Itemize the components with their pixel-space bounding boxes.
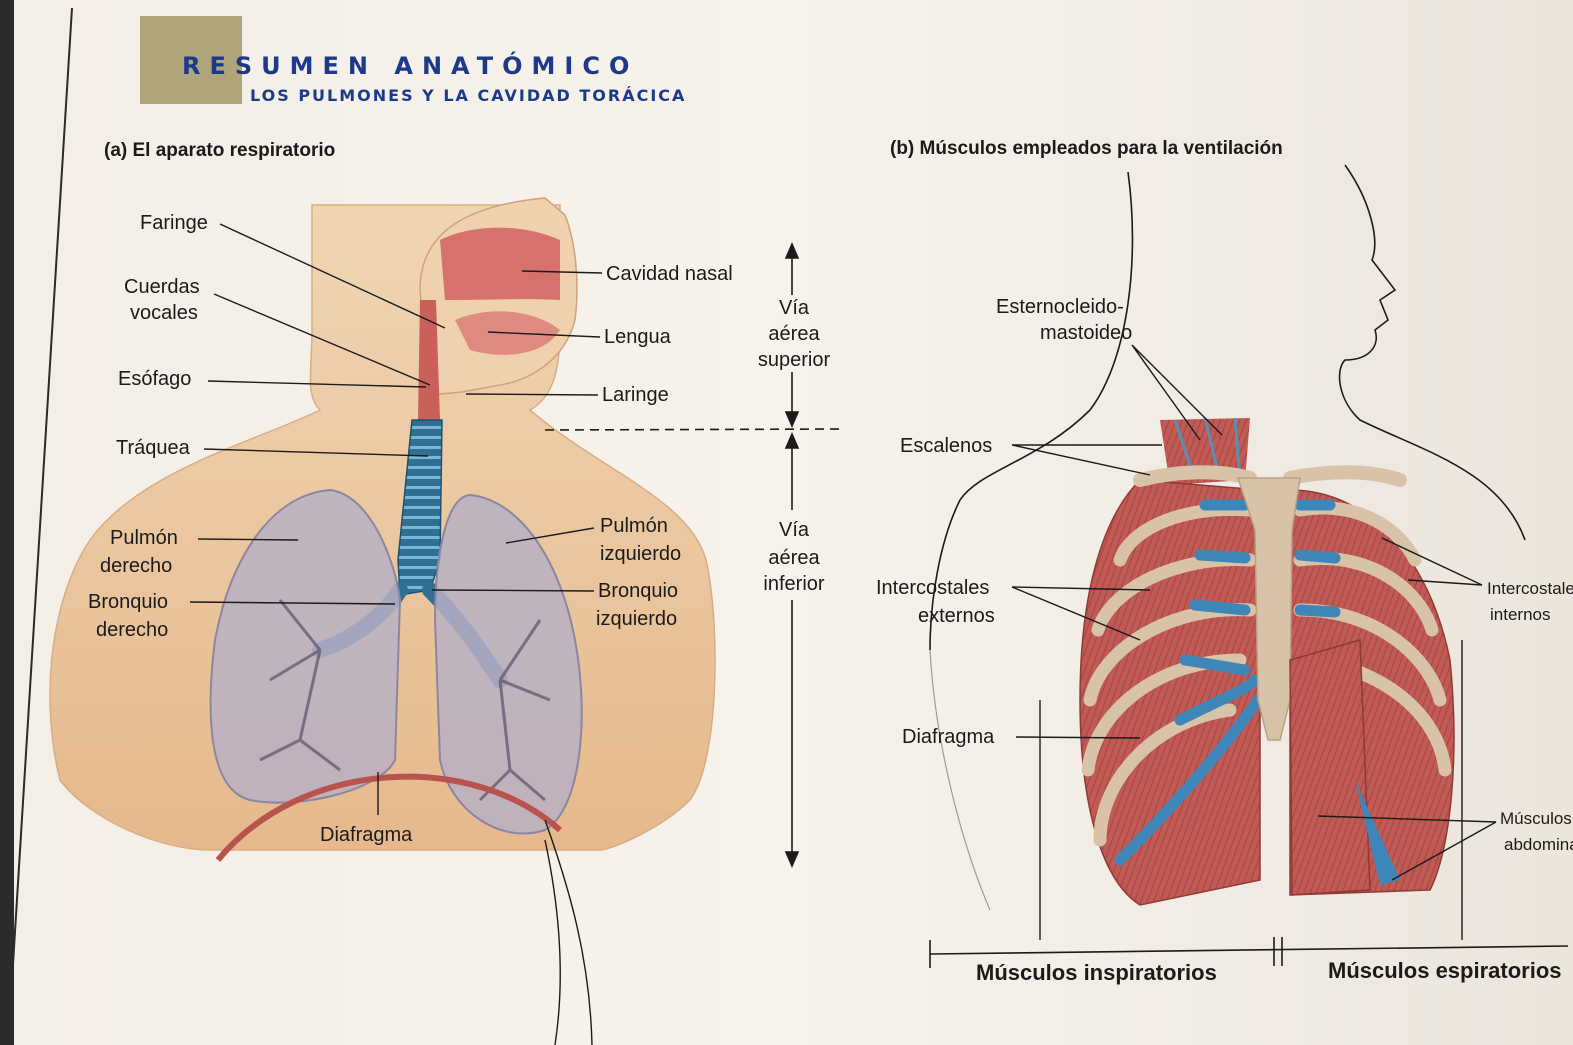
label-lengua: Lengua: [604, 324, 671, 350]
label-vocales: vocales: [130, 300, 198, 326]
label-via-inferior-2: aérea: [752, 545, 836, 571]
panel-b-caption: (b) Músculos empleados para la ventilaci…: [890, 138, 1283, 160]
label-escalenos: Escalenos: [900, 433, 992, 459]
label-cuerdas: Cuerdas: [124, 274, 200, 300]
label-via-superior-3: superior: [752, 347, 836, 373]
label-pulmon-izquierdo-2: izquierdo: [600, 541, 681, 567]
summary-title: RESUMEN ANATÓMICO: [182, 52, 638, 80]
label-traquea: Tráquea: [116, 435, 190, 461]
label-intercostales-externos-2: externos: [918, 603, 995, 629]
label-intercostales-internos-1: Intercostales: [1487, 578, 1573, 600]
label-bronquio-derecho-1: Bronquio: [88, 589, 168, 615]
label-pulmon-derecho-1: Pulmón: [110, 525, 178, 551]
label-bronquio-derecho-2: derecho: [96, 617, 168, 643]
label-cavidad-nasal: Cavidad nasal: [606, 261, 733, 287]
label-diafragma-a: Diafragma: [320, 822, 412, 848]
label-musculos-abdominales-1: Músculos: [1500, 808, 1572, 830]
label-esternocleido-2: mastoideo: [1040, 320, 1132, 346]
label-esternocleido-1: Esternocleido-: [996, 294, 1124, 320]
label-esofago: Esófago: [118, 366, 191, 392]
label-pulmon-derecho-2: derecho: [100, 553, 172, 579]
label-faringe: Faringe: [140, 210, 208, 236]
summary-subtitle: LOS PULMONES Y LA CAVIDAD TORÁCICA: [250, 86, 686, 105]
label-bronquio-izquierdo-2: izquierdo: [596, 606, 677, 632]
label-intercostales-internos-2: internos: [1490, 604, 1550, 626]
label-via-superior-1: Vía: [752, 295, 836, 321]
label-diafragma-b: Diafragma: [902, 724, 994, 750]
label-musculos-espiratorios: Músculos espiratorios: [1328, 958, 1562, 984]
label-via-inferior-1: Vía: [752, 517, 836, 543]
label-musculos-abdominales-2: abdominales: [1504, 834, 1573, 856]
label-pulmon-izquierdo-1: Pulmón: [600, 513, 668, 539]
label-bronquio-izquierdo-1: Bronquio: [598, 578, 678, 604]
label-via-inferior-3: inferior: [752, 571, 836, 597]
label-intercostales-externos-1: Intercostales: [876, 575, 989, 601]
label-via-superior-2: aérea: [752, 321, 836, 347]
label-musculos-inspiratorios: Músculos inspiratorios: [976, 960, 1217, 986]
panel-a-caption: (a) El aparato respiratorio: [104, 140, 335, 162]
label-laringe: Laringe: [602, 382, 669, 408]
